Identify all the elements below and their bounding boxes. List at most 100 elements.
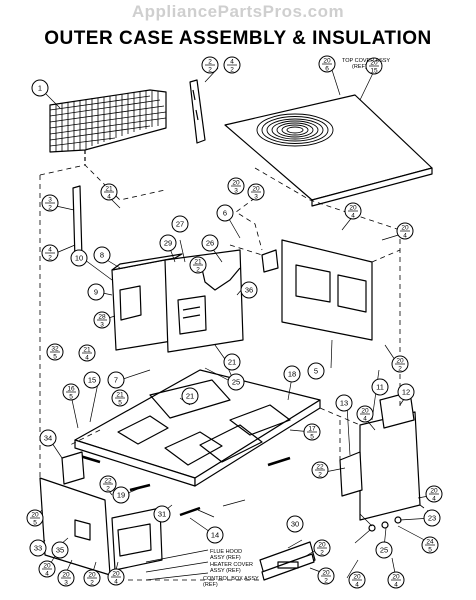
callout-circle bbox=[227, 373, 245, 391]
callout-c20-4h: 204 bbox=[387, 571, 405, 589]
callout-circle bbox=[335, 394, 353, 412]
callout-c7: 7 bbox=[107, 371, 125, 389]
callout-c21b: 21 bbox=[181, 387, 199, 405]
callout-part-number: 20 bbox=[322, 570, 330, 577]
callout-quantity: 5 bbox=[33, 520, 37, 527]
callout-circle bbox=[206, 526, 224, 544]
callout-circle bbox=[283, 365, 301, 383]
callout-quantity: 5 bbox=[69, 394, 73, 401]
callout-c28-3: 283 bbox=[93, 311, 111, 329]
callout-quantity: 3 bbox=[100, 322, 104, 329]
callout-circle bbox=[171, 215, 189, 233]
callout-quantity: 2 bbox=[48, 205, 52, 212]
callout-c23: 23 bbox=[423, 509, 441, 527]
callout-quantity: 2 bbox=[90, 580, 94, 587]
callout-part-number: 7 bbox=[114, 376, 118, 385]
callout-circle bbox=[93, 246, 111, 264]
diagram-title: OUTER CASE ASSEMBLY & INSULATION bbox=[44, 28, 432, 49]
ref-top-cover-line1: TOP COVER ASSY bbox=[342, 58, 390, 64]
callout-circle bbox=[216, 204, 234, 222]
callout-c25b: 25 bbox=[375, 541, 393, 559]
callout-part-number: 14 bbox=[211, 531, 219, 540]
callout-part-number: 6 bbox=[223, 209, 227, 218]
heat-section-part bbox=[164, 249, 244, 353]
callout-part-number: 21 bbox=[194, 259, 202, 266]
callout-c29: 29 bbox=[159, 234, 177, 252]
callout-part-number: 20 bbox=[318, 542, 326, 549]
left-post-part bbox=[72, 185, 83, 261]
callout-quantity: 3 bbox=[254, 194, 258, 201]
callout-circle bbox=[286, 515, 304, 533]
callout-c21-4a: 214 bbox=[100, 183, 118, 201]
callout-part-number: 21 bbox=[186, 392, 194, 401]
ref-flue-hood-line2: ASSY (REF) bbox=[210, 555, 241, 561]
callout-circle bbox=[83, 371, 101, 389]
callout-c2-2a: 22 bbox=[201, 56, 219, 74]
callout-c20-5: 205 bbox=[26, 509, 44, 527]
callout-part-number: 20 bbox=[43, 563, 51, 570]
callout-c20-2a: 202 bbox=[391, 355, 409, 373]
ref-heater-cover-line2: ASSY (REF) bbox=[210, 568, 241, 574]
right-side-panel-part bbox=[339, 391, 421, 532]
callout-quantity: 5 bbox=[53, 354, 57, 361]
callout-quantity: 2 bbox=[106, 486, 110, 493]
callout-part-number: 22 bbox=[104, 478, 112, 485]
callout-circle bbox=[112, 486, 130, 504]
callout-part-number: 19 bbox=[117, 491, 125, 500]
callout-circle bbox=[397, 383, 415, 401]
callout-c32-5: 325 bbox=[46, 343, 64, 361]
callout-part-number: 24 bbox=[426, 539, 434, 546]
callout-quantity: 2 bbox=[196, 267, 200, 274]
callout-circle bbox=[153, 505, 171, 523]
callout-c33: 33 bbox=[29, 539, 47, 557]
callout-part-number: 36 bbox=[245, 286, 253, 295]
corner-strap-part bbox=[189, 79, 206, 144]
callout-part-number: 21 bbox=[83, 347, 91, 354]
callout-part-number: 8 bbox=[100, 251, 104, 260]
callout-part-number: 29 bbox=[164, 239, 172, 248]
callout-quantity: 15 bbox=[370, 68, 378, 75]
callout-c10: 10 bbox=[70, 249, 88, 267]
callout-part-number: 27 bbox=[176, 220, 184, 229]
callout-c24-5: 245 bbox=[421, 536, 439, 554]
callout-part-number: 20 bbox=[401, 225, 409, 232]
callout-quantity: 2 bbox=[230, 67, 234, 74]
ref-control-box-line1: CONTROL BOX ASSY bbox=[203, 576, 259, 582]
callout-c36: 36 bbox=[240, 281, 258, 299]
callout-c21-2: 212 bbox=[189, 256, 207, 274]
callout-circle bbox=[307, 362, 325, 380]
callout-part-number: 20 bbox=[361, 408, 369, 415]
callout-part-number: 35 bbox=[56, 546, 64, 555]
callout-part-number: 3 bbox=[48, 197, 52, 204]
callout-c5: 5 bbox=[307, 362, 325, 380]
callout-quantity: 4 bbox=[355, 582, 359, 589]
callout-quantity: 4 bbox=[351, 213, 355, 220]
callout-part-number: 10 bbox=[75, 254, 83, 263]
callout-part-number: 32 bbox=[51, 346, 59, 353]
callout-c4-2a: 42 bbox=[223, 56, 241, 74]
callout-quantity: 4 bbox=[432, 496, 436, 503]
callout-c21-5: 215 bbox=[111, 389, 129, 407]
flue-hood-part bbox=[111, 507, 163, 571]
callout-circle bbox=[201, 234, 219, 252]
callout-part-number: 31 bbox=[158, 510, 166, 519]
callout-part-number: 20 bbox=[88, 572, 96, 579]
callout-c35: 35 bbox=[51, 541, 69, 559]
callout-circle bbox=[70, 249, 88, 267]
callout-circle bbox=[159, 234, 177, 252]
callout-circle bbox=[107, 371, 125, 389]
callout-c31: 31 bbox=[153, 505, 171, 523]
callout-part-number: 20 bbox=[353, 574, 361, 581]
callout-part-number: 21 bbox=[228, 358, 236, 367]
callout-part-number: 22 bbox=[316, 464, 324, 471]
assembly-guide-lines bbox=[39, 164, 441, 581]
callout-part-number: 23 bbox=[428, 514, 436, 523]
callout-c34: 34 bbox=[39, 429, 57, 447]
callout-c17-5: 175 bbox=[303, 423, 321, 441]
callout-c20-3b: 203 bbox=[247, 183, 265, 201]
callout-part-number: 20 bbox=[112, 571, 120, 578]
callout-part-number: 1 bbox=[38, 84, 42, 93]
callout-circle bbox=[181, 387, 199, 405]
